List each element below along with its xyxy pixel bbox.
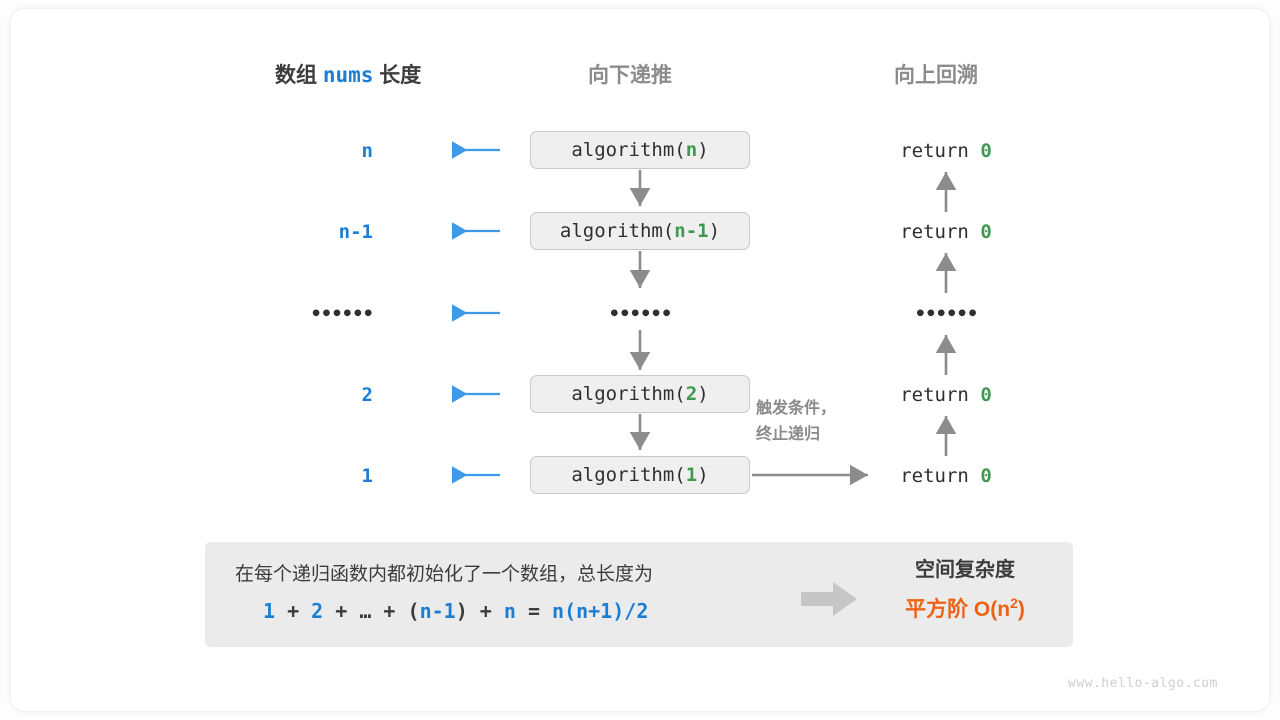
summary-description: 在每个递归函数内都初始化了一个数组，总长度为 bbox=[235, 564, 654, 585]
call-suffix-row-4: ) bbox=[697, 383, 709, 405]
return-row-5: return 0 bbox=[846, 465, 1046, 487]
return-value-row-5: 0 bbox=[980, 465, 992, 487]
formula-term-5: n bbox=[503, 599, 516, 623]
call-suffix-row-5: ) bbox=[697, 464, 709, 486]
summary-formula: 1 + 2 + … + (n-1) + n = n(n+1)/2 bbox=[263, 599, 648, 623]
call-ellipsis-row-3: •••••• bbox=[608, 303, 673, 325]
formula-equals: = bbox=[515, 599, 553, 623]
call-suffix-row-2: ) bbox=[708, 220, 721, 242]
formula-op-4: + bbox=[467, 599, 504, 623]
formula-paren-open: ( bbox=[407, 599, 420, 623]
call-box-row-4: algorithm(2) bbox=[530, 375, 750, 413]
return-row-2: return 0 bbox=[846, 221, 1046, 243]
call-prefix-row-4: algorithm( bbox=[571, 383, 686, 405]
summary-result: 空间复杂度 平方阶 O(n2) bbox=[865, 554, 1065, 627]
trigger-note-line-2: 终止递归 bbox=[756, 426, 821, 443]
complexity-value-suffix: ) bbox=[1017, 598, 1025, 621]
call-arg-row-4: 2 bbox=[685, 383, 698, 405]
return-value-row-2: 0 bbox=[980, 221, 992, 243]
length-value-row-2: n-1 bbox=[338, 221, 373, 243]
call-box-row-5: algorithm(1) bbox=[530, 456, 750, 494]
call-box-row-1: algorithm(n) bbox=[530, 131, 750, 169]
header-recurse-down: 向下递推 bbox=[588, 64, 672, 87]
formula-term-2: 2 bbox=[311, 599, 324, 623]
call-prefix-row-5: algorithm( bbox=[571, 464, 686, 486]
length-value-row-1: n bbox=[361, 140, 373, 162]
formula-term-1: 1 bbox=[263, 599, 276, 623]
complexity-value: 平方阶 O(n2) bbox=[865, 586, 1065, 627]
complexity-title: 空间复杂度 bbox=[915, 559, 1015, 581]
trigger-note-line-1: 触发条件， bbox=[756, 400, 837, 417]
complexity-value-prefix: 平方阶 O(n bbox=[905, 598, 1011, 621]
return-value-row-1: 0 bbox=[980, 140, 992, 162]
complexity-value-exponent: 2 bbox=[1010, 595, 1018, 611]
return-row-4: return 0 bbox=[846, 384, 1046, 406]
return-keyword-row-5: return bbox=[900, 465, 981, 487]
return-keyword-row-4: return bbox=[900, 384, 981, 406]
formula-op-2: + bbox=[323, 599, 360, 623]
return-value-row-4: 0 bbox=[980, 384, 992, 406]
return-ellipsis-row-3: •••••• bbox=[914, 303, 979, 325]
formula-term-3: … bbox=[359, 599, 372, 623]
call-suffix-row-1: ) bbox=[697, 139, 709, 161]
result-arrow-icon bbox=[801, 582, 857, 616]
blue-left-arrows bbox=[452, 141, 500, 484]
call-prefix-row-1: algorithm( bbox=[571, 139, 686, 161]
return-keyword-row-2: return bbox=[900, 221, 981, 243]
call-arg-row-1: n bbox=[685, 139, 698, 161]
return-keyword-row-1: return bbox=[900, 140, 981, 162]
header-array-prefix: 数组 bbox=[275, 64, 323, 87]
formula-result: n(n+1)/2 bbox=[552, 599, 649, 623]
header-array-length: 数组 nums 长度 bbox=[275, 59, 421, 89]
summary-panel: 在每个递归函数内都初始化了一个数组，总长度为 1 + 2 + … + (n-1)… bbox=[205, 542, 1073, 647]
call-box-row-2: algorithm(n-1) bbox=[530, 212, 750, 250]
call-arg-row-2: n-1 bbox=[674, 220, 709, 242]
header-backtrack-up: 向上回溯 bbox=[894, 64, 978, 87]
watermark: www.hello-algo.com bbox=[1068, 676, 1218, 691]
length-value-row-4: 2 bbox=[361, 384, 373, 406]
call-arg-row-5: 1 bbox=[685, 464, 698, 486]
length-ellipsis-row-3: •••••• bbox=[310, 303, 374, 325]
call-prefix-row-2: algorithm( bbox=[559, 220, 675, 242]
header-array-varname: nums bbox=[322, 63, 374, 87]
formula-op-1: + bbox=[275, 599, 312, 623]
trigger-condition-note: 触发条件， 终止递归 bbox=[756, 396, 876, 448]
return-row-1: return 0 bbox=[846, 140, 1046, 162]
length-value-row-5: 1 bbox=[361, 465, 373, 487]
formula-op-3: + bbox=[371, 599, 408, 623]
formula-paren-close: ) bbox=[455, 599, 468, 623]
formula-term-4: n-1 bbox=[419, 599, 456, 623]
header-array-suffix: 长度 bbox=[373, 64, 422, 87]
